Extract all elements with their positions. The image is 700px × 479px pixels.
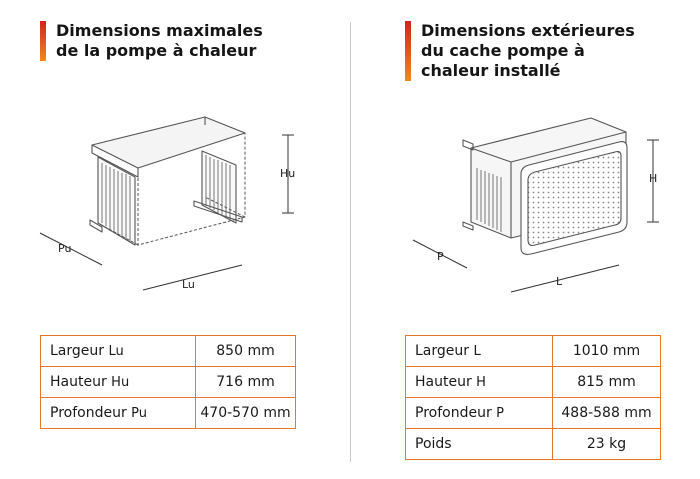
row-value: 23 kg [552,428,661,460]
row-symbol: Lu [108,344,124,359]
right-title-line-3: chaleur installé [421,61,561,80]
right-accent-bar [405,21,411,81]
table-row: Poids 23 kg [405,428,661,460]
left-height-label: Hu [280,167,295,180]
right-spec-table: Largeur L 1010 mm Hauteur H 815 mm Profo… [405,335,661,460]
row-value: 815 mm [552,366,661,398]
row-value: 470-570 mm [195,397,296,429]
table-row: Hauteur Hu 716 mm [40,366,296,398]
left-depth-label: Pu [58,242,71,255]
row-label-cell: Profondeur P [405,397,553,429]
row-label-cell: Largeur L [405,335,553,367]
row-label: Largeur [415,343,470,359]
left-title-line-2: de la pompe à chaleur [56,41,257,60]
row-label-cell: Hauteur H [405,366,553,398]
row-symbol: Hu [111,375,130,390]
row-label: Poids [415,436,452,452]
row-label: Hauteur [50,374,107,390]
row-label: Hauteur [415,374,472,390]
right-title-line-1: Dimensions extérieures [421,21,635,40]
row-label: Profondeur [415,405,492,421]
row-symbol: Pu [131,406,148,421]
left-heading: Dimensions maximales de la pompe à chale… [40,21,263,61]
row-value: 716 mm [195,366,296,398]
row-value: 488-588 mm [552,397,661,429]
right-title-line-2: du cache pompe à [421,41,585,60]
row-label-cell: Poids [405,428,553,460]
row-label: Largeur [50,343,105,359]
right-panel: Dimensions extérieures du cache pompe à … [351,0,700,479]
row-label: Profondeur [50,405,127,421]
right-heading: Dimensions extérieures du cache pompe à … [405,21,635,81]
left-accent-bar [40,21,46,61]
row-label-cell: Hauteur Hu [40,366,196,398]
table-row: Largeur Lu 850 mm [40,335,296,367]
table-row: Profondeur P 488-588 mm [405,397,661,429]
row-symbol: L [473,344,481,359]
left-panel: Dimensions maximales de la pompe à chale… [39,21,296,429]
right-title: Dimensions extérieures du cache pompe à … [421,21,635,81]
left-title-line-1: Dimensions maximales [56,21,263,40]
row-value: 850 mm [195,335,296,367]
table-row: Hauteur H 815 mm [405,366,661,398]
left-spec-table: Largeur Lu 850 mm Hauteur Hu 716 mm Prof… [40,335,296,429]
table-row: Profondeur Pu 470-570 mm [40,397,296,429]
row-label-cell: Profondeur Pu [40,397,196,429]
right-height-label: H [649,172,657,185]
right-depth-label: P [437,250,444,263]
left-title: Dimensions maximales de la pompe à chale… [56,21,263,61]
heat-pump-max-dimensions-diagram: Hu Pu Lu [39,116,295,291]
row-symbol: P [496,406,505,421]
row-label-cell: Largeur Lu [40,335,196,367]
left-length-label: Lu [182,278,195,291]
vertical-divider [350,22,351,462]
row-value: 1010 mm [552,335,661,367]
row-symbol: H [476,375,486,390]
heat-pump-cover-diagram: H P L [412,117,659,293]
right-length-label: L [556,275,563,288]
table-row: Largeur L 1010 mm [405,335,661,367]
